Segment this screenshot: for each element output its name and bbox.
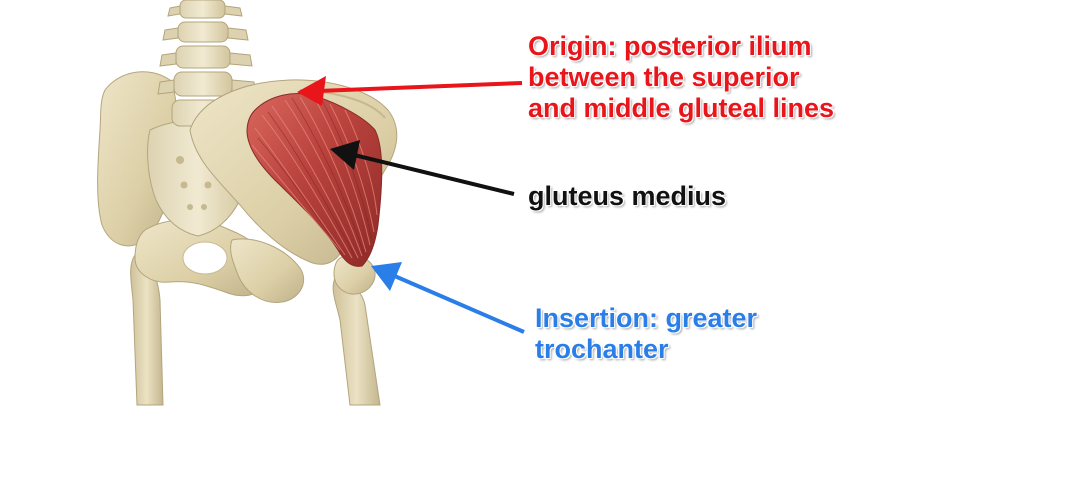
origin-label: Origin: posterior ilium between the supe…: [528, 31, 834, 124]
insertion-arrow: [371, 262, 525, 334]
insertion-label-line-2: trochanter: [535, 334, 669, 364]
muscle-label: gluteus medius: [528, 181, 726, 212]
origin-label-line-3: and middle gluteal lines: [528, 93, 835, 123]
insertion-label: Insertion: greater trochanter: [535, 303, 757, 365]
muscle-label-line-1: gluteus medius: [528, 181, 727, 211]
origin-arrow: [297, 76, 523, 106]
origin-label-line-2: between the superior: [528, 62, 800, 92]
insertion-label-line-1: Insertion: greater: [535, 303, 758, 333]
origin-label-line-1: Origin: posterior ilium: [528, 31, 812, 61]
right-femur: [332, 254, 381, 406]
muscle-arrow: [330, 140, 515, 196]
pubic-region: [134, 219, 305, 303]
